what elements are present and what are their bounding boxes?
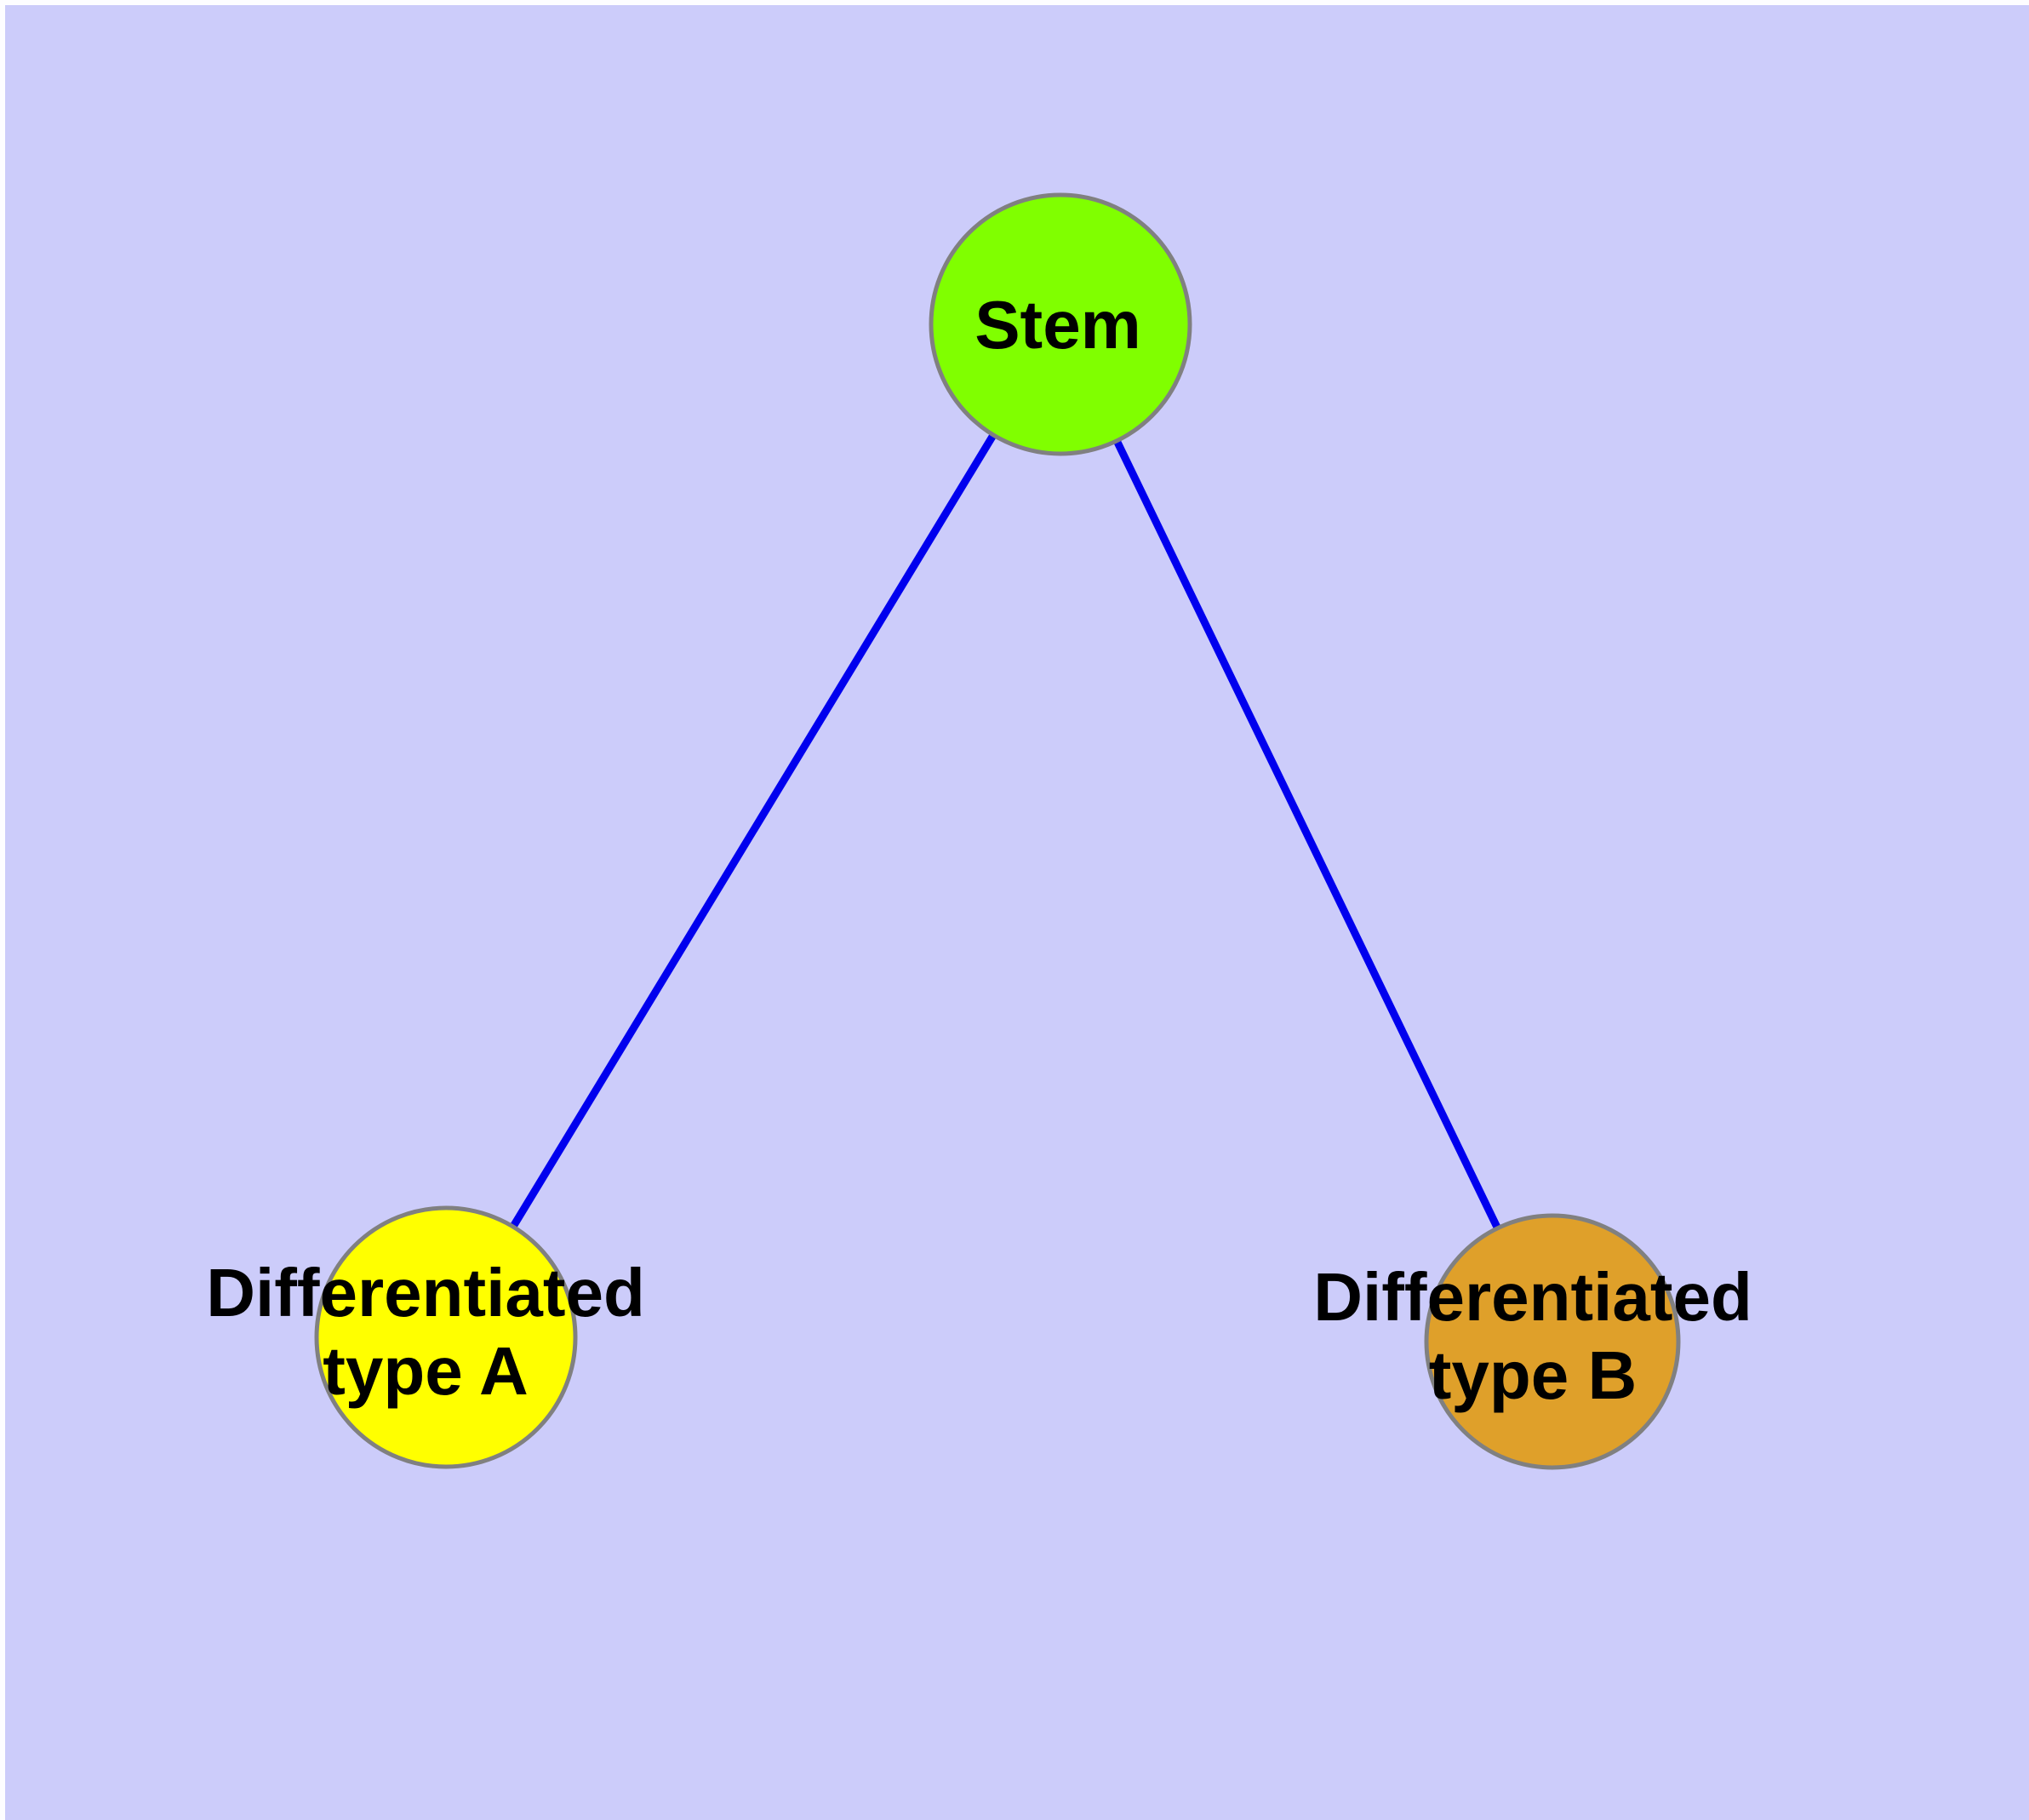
node-label-line: type A [323,1333,529,1409]
edge-stem-to-diff-b[interactable] [1056,323,1557,1343]
edge-stem-to-diff-a[interactable] [443,322,1064,1340]
node-label-line: Differentiated [206,1255,645,1331]
node-label-line: type B [1429,1337,1637,1413]
node-circle-diff-a[interactable] [314,1205,578,1469]
node-layer [314,192,1681,1470]
node-label-line: Stem [974,287,1141,363]
edge-layer [443,322,1557,1343]
node-circle-stem[interactable] [929,192,1192,456]
node-label-line: Differentiated [1313,1259,1752,1335]
node-label-stem: Stem [974,287,1141,363]
node-circle-diff-b[interactable] [1424,1213,1681,1470]
